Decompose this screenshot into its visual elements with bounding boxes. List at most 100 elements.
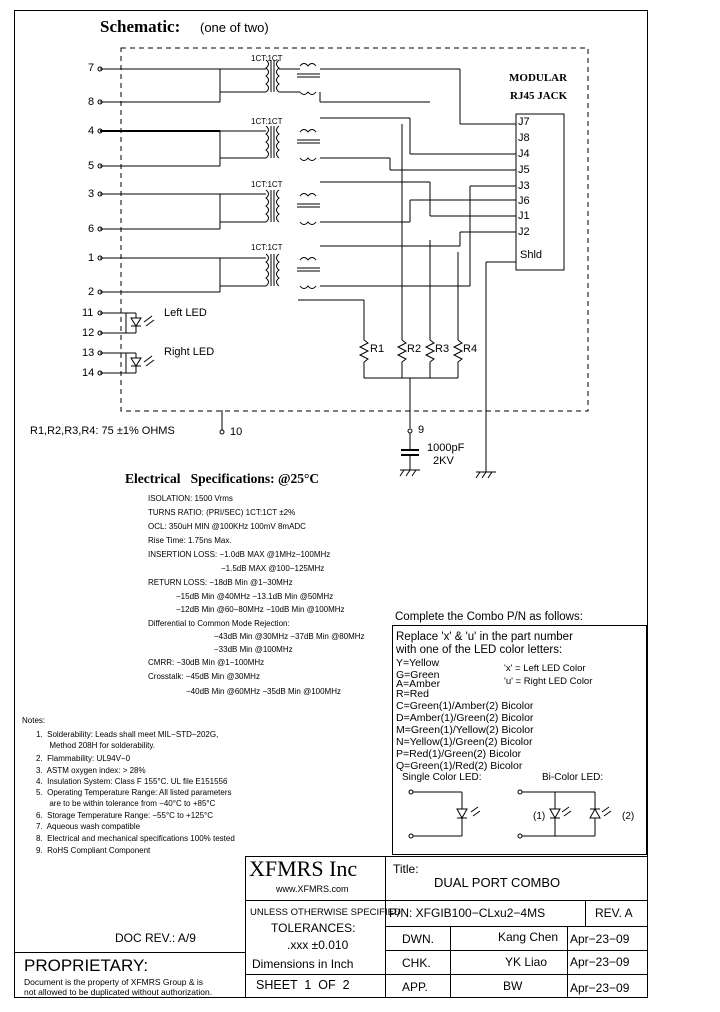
spec-line: −43dB Min @30MHz −37dB Min @80MHz: [214, 632, 365, 641]
cap-voltage: 2KV: [433, 455, 454, 467]
spec-line: INSERTION LOSS: −1.0dB MAX @1MHz−100MHz: [148, 550, 331, 559]
ratio-label-2: 1CT:1CT: [251, 117, 283, 126]
left-pin-leads: [97, 66, 220, 295]
proprietary-line-1: Document is the property of XFMRS Group …: [24, 977, 204, 987]
label-r3: R3: [435, 343, 450, 355]
pin-13: 13: [82, 347, 95, 359]
transformer-4: [219, 185, 516, 292]
spec-line: TURNS RATIO: (PRI/SEC) 1CT:1CT ±2%: [148, 508, 296, 517]
jack-pin-shld: Shld: [520, 249, 543, 261]
drawing-frame: [14, 10, 648, 998]
combo-header: Complete the Combo P/N as follows:: [395, 611, 583, 623]
x-note: 'x' = Left LED Color: [504, 663, 586, 674]
note-line: Method 208H for solderability.: [36, 741, 156, 750]
jack-pin-j2: J2: [518, 226, 530, 238]
note-line: 7. Aqueous wash compatible: [36, 822, 141, 831]
unless-label: UNLESS OTHERWISE SPECIFIED: [250, 907, 401, 918]
combo-line: P=Red(1)/Green(2) Bicolor: [396, 748, 522, 760]
revision: REV. A: [595, 906, 633, 920]
transformer-1: [219, 59, 516, 125]
combo-box: [392, 625, 647, 855]
spec-line: CMRR: −30dB Min @1−100MHz: [148, 658, 265, 667]
note-line: 4. Insulation System: Class F 155°C. UL …: [36, 777, 228, 786]
combo-line: D=Amber(1)/Green(2) Bicolor: [396, 712, 534, 724]
tolerances-label: TOLERANCES:: [271, 921, 356, 935]
spec-line: RETURN LOSS: −18dB Min @1−30MHz: [148, 578, 293, 587]
jack-title-2: RJ45 JACK: [510, 90, 568, 102]
pin-10: 10: [230, 426, 243, 438]
pin-9: 9: [418, 424, 425, 436]
app-date: Apr−23−09: [570, 981, 630, 995]
spec-line: −33dB Min @100MHz: [214, 645, 293, 654]
u-note: 'u' = Right LED Color: [504, 676, 593, 687]
chk-date: Apr−23−09: [570, 955, 630, 969]
note-line: 8. Electrical and mechanical specificati…: [36, 834, 235, 843]
rj45-jack-box: [515, 113, 565, 271]
jack-pin-j5: J5: [518, 164, 530, 176]
spec-line: ISOLATION: 1500 Vrms: [148, 494, 233, 503]
combo-line: Y=Yellow: [396, 657, 440, 669]
schematic-subtitle: (one of two): [200, 20, 269, 35]
pin-8: 8: [88, 96, 95, 108]
spec-line: Rise Time: 1.75ns Max.: [148, 536, 232, 545]
note-line: 1. Solderability: Leads shall meet MIL−S…: [36, 730, 219, 739]
combo-line: Q=Green(1)/Red(2) Bicolor: [396, 760, 523, 772]
pin-1: 1: [88, 252, 95, 264]
pin-3: 3: [88, 188, 95, 200]
note-line: 9. RoHS Compliant Component: [36, 846, 151, 855]
jack-pin-j8: J8: [518, 132, 530, 144]
ground-symbol: [475, 471, 496, 479]
proprietary-label: PROPRIETARY:: [24, 956, 149, 975]
label-r4: R4: [463, 343, 478, 355]
spec-line: −15dB Min @40MHz −13.1dB Min @50MHz: [176, 592, 334, 601]
jack-title-1: MODULAR: [509, 72, 568, 84]
dwn-name: Kang Chen: [498, 930, 559, 944]
spec-line: −1.5dB MAX @100−125MHz: [221, 564, 325, 573]
electrical-title: Electrical Specifications: @25°C: [125, 471, 320, 486]
combo-line: C=Green(1)/Amber(2) Bicolor: [396, 700, 534, 712]
ratio-label-4: 1CT:1CT: [251, 243, 283, 252]
transformer-3: [219, 181, 516, 229]
company-name: XFMRS Inc: [249, 856, 358, 881]
chk-name: YK Liao: [505, 955, 548, 969]
jack-pin-j1: J1: [518, 210, 530, 222]
resistor-r3: [424, 339, 436, 363]
jack-pin-j4: J4: [518, 148, 530, 160]
notes-title: Notes:: [22, 716, 46, 725]
jack-pin-j7: J7: [518, 116, 530, 128]
pin-2: 2: [88, 286, 95, 298]
ratio-label-3: 1CT:1CT: [251, 180, 283, 189]
combo-line: M=Green(1)/Yellow(2) Bicolor: [396, 724, 534, 736]
spec-line: Crosstalk: −45dB Min @30MHz: [148, 672, 260, 681]
jack-pin-j3: J3: [518, 180, 530, 192]
bicolor-label-2: (2): [622, 811, 635, 822]
right-led-label: Right LED: [164, 346, 215, 358]
company-website: www.XFMRS.com: [276, 884, 349, 894]
left-led-label: Left LED: [164, 307, 207, 319]
note-line: 6. Storage Temperature Range: −55°C to +…: [36, 811, 214, 820]
resistor-r4: [452, 339, 464, 363]
note-line: 5. Operating Temperature Range: All list…: [36, 788, 232, 797]
spec-line: OCL: 350uH MIN @100KHz 100mV 8mADC: [148, 522, 306, 531]
pin-6: 6: [88, 223, 95, 235]
proprietary-line-2: not allowed to be duplicated without aut…: [24, 987, 213, 997]
tolerance-value: .xxx ±0.010: [287, 938, 349, 952]
combo-line: Replace 'x' & 'u' in the part number: [396, 631, 573, 643]
schematic-diagram: [97, 47, 589, 479]
pin-11: 11: [82, 307, 94, 319]
spec-line: Differential to Common Mode Rejection:: [148, 619, 290, 628]
app-name: BW: [503, 979, 523, 993]
note-line: 3. ASTM oxygen index: > 28%: [36, 766, 146, 775]
jack-pin-j6: J6: [518, 195, 530, 207]
combo-line: N=Yellow(1)/Green(2) Bicolor: [396, 736, 533, 748]
bicolor-label-1: (1): [533, 811, 546, 822]
pin-12: 12: [82, 327, 95, 339]
pin-5: 5: [88, 160, 95, 172]
pin-7: 7: [88, 62, 95, 74]
note-line: 2. Flammability: UL94V−0: [36, 754, 131, 763]
resistor-note: R1,R2,R3,R4: 75 ±1% OHMS: [30, 425, 175, 437]
dwn-label: DWN.: [402, 932, 434, 946]
spec-line: −12dB Min @60−80MHz −10dB Min @100MHz: [176, 605, 345, 614]
note-line: are to be within tolerance from −40°C to…: [36, 799, 216, 808]
single-led-label: Single Color LED:: [402, 772, 482, 783]
